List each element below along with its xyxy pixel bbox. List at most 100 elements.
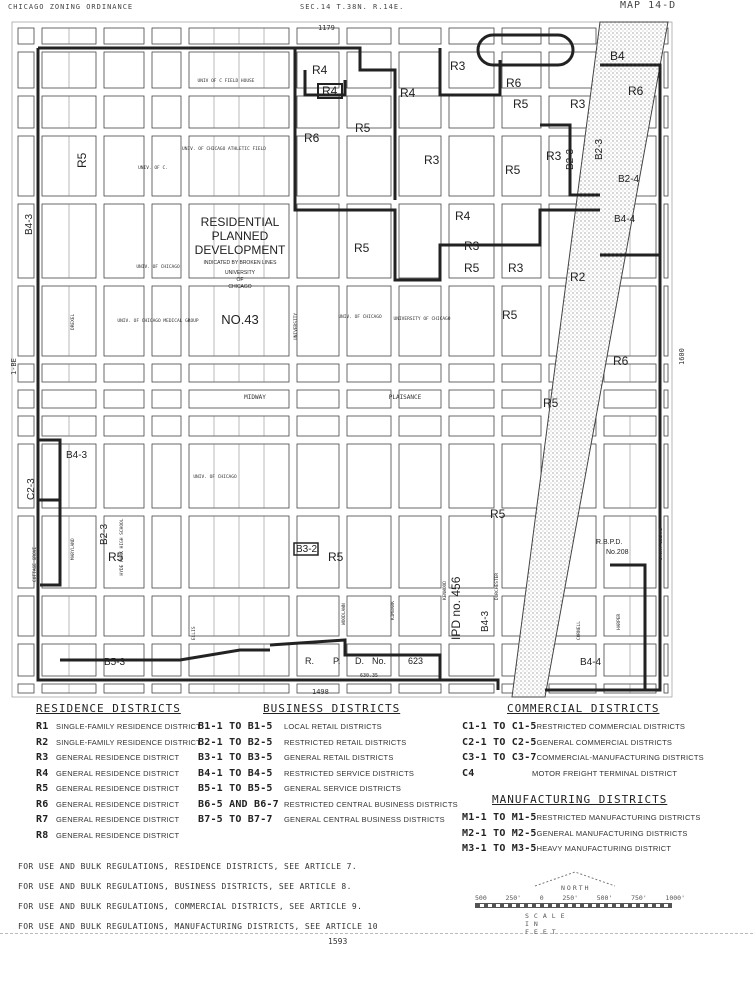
zone-label: B4 — [610, 49, 625, 63]
place-label: UNIV. OF C. — [138, 165, 168, 171]
legend-description: GENERAL RESIDENCE DISTRICT — [56, 768, 180, 778]
legend-code: R5 — [36, 783, 49, 794]
note-residence: FOR USE AND BULK REGULATIONS, RESIDENCE … — [18, 862, 358, 871]
city-block — [448, 95, 495, 129]
rpd-note: INDICATED BY BROKEN LINES — [204, 260, 278, 266]
city-block — [17, 51, 35, 89]
city-block — [188, 389, 290, 409]
city-block — [398, 27, 442, 45]
city-block — [296, 683, 340, 694]
legend-commercial: COMMERCIAL DISTRICTS C1-1 TO C1-5RESTRIC… — [462, 702, 704, 783]
legend-code: R1 — [36, 721, 49, 732]
city-block — [17, 415, 35, 437]
rbpd-label: R.B.P.D. — [596, 539, 622, 546]
city-block — [663, 443, 669, 509]
city-block — [103, 415, 145, 437]
zone-label: R3 — [546, 149, 562, 163]
city-block — [103, 27, 145, 45]
street-label: HARPER — [616, 613, 622, 630]
zone-label: R6 — [628, 84, 644, 98]
legend-code: M2-1 TO M2-5 — [462, 827, 537, 839]
zone-label: R5 — [490, 507, 506, 521]
city-block — [398, 515, 442, 589]
legend-code: B1-1 TO B1-5 — [198, 721, 273, 732]
city-block — [17, 135, 35, 197]
legend-item: C1-1 TO C1-5RESTRICTED COMMERCIAL DISTRI… — [462, 721, 704, 737]
legend-description: GENERAL RESIDENCE DISTRICT — [56, 815, 180, 824]
street-label: DORCHESTER — [494, 573, 500, 600]
city-block — [296, 515, 340, 589]
legend-description: GENERAL CENTRAL BUSINESS DISTRICTS — [284, 815, 445, 824]
scale-tick: 250' — [562, 894, 579, 902]
zone-label: R4 — [322, 84, 338, 98]
ipd-456: IPD no. 456 — [449, 576, 463, 640]
city-block — [151, 443, 182, 509]
city-block — [448, 415, 495, 437]
city-block — [346, 363, 392, 383]
city-block — [17, 595, 35, 637]
legend-code: M1-1 TO M1-5 — [462, 812, 537, 823]
legend-description: RESTRICTED SERVICE DISTRICTS — [284, 768, 415, 778]
legend-residence-title: RESIDENCE DISTRICTS — [36, 702, 181, 715]
legend-code: R6 — [36, 798, 49, 810]
city-block — [398, 389, 442, 409]
city-block — [346, 285, 392, 357]
zone-label: R6 — [613, 354, 629, 368]
city-block — [663, 95, 669, 129]
zone-label: R5 — [108, 550, 124, 564]
section-number-right: 1600 — [678, 348, 686, 365]
city-block — [151, 363, 182, 383]
city-block — [501, 363, 542, 383]
zone-label: B2-4 — [618, 174, 640, 185]
city-block — [448, 51, 495, 89]
city-block — [448, 595, 495, 637]
city-block — [346, 683, 392, 694]
scale-tick: 1000' — [665, 894, 685, 902]
city-block — [398, 285, 442, 357]
city-block — [346, 643, 392, 677]
place-label: UNIV OF C FIELD HOUSE — [198, 78, 255, 84]
city-block — [346, 27, 392, 45]
legend-code: R2 — [36, 736, 49, 748]
street-label: ELLIS — [191, 626, 197, 640]
rpd623-number: 623 — [408, 656, 423, 666]
zone-label: B4-4 — [580, 657, 602, 668]
legend-item: C3-1 TO C3-7COMMERCIAL-MANUFACTURING DIS… — [462, 752, 704, 768]
zone-label: R3 — [424, 153, 440, 167]
legend-description: GENERAL RESIDENCE DISTRICT — [56, 830, 180, 840]
city-block — [17, 389, 35, 409]
legend-description: RESTRICTED CENTRAL BUSINESS DISTRICTS — [284, 799, 458, 809]
scale-tick: 500' — [596, 894, 613, 902]
legend-code: R3 — [36, 752, 49, 763]
city-block — [103, 135, 145, 197]
zone-label: R5 — [354, 241, 370, 255]
place-label: UNIV. OF CHICAGO — [338, 314, 382, 320]
city-block — [151, 389, 182, 409]
scale-tick: 750' — [631, 894, 647, 902]
zone-label: R4 — [312, 63, 328, 77]
zone-label: R5 — [75, 152, 89, 168]
legend-description: RESTRICTED RETAIL DISTRICTS — [284, 737, 407, 747]
section-number-top: 1179 — [318, 24, 335, 32]
city-block — [346, 415, 392, 437]
legend-description: RESTRICTED MANUFACTURING DISTRICTS — [536, 813, 701, 822]
district-boundaries — [36, 33, 662, 692]
city-block — [346, 203, 392, 279]
rpd-line1: RESIDENTIAL — [201, 215, 280, 229]
city-block — [151, 415, 182, 437]
city-block — [501, 285, 542, 357]
legend-item: M1-1 TO M1-5RESTRICTED MANUFACTURING DIS… — [462, 812, 701, 828]
legend-description: GENERAL SERVICE DISTRICTS — [284, 784, 402, 793]
city-block — [663, 135, 669, 197]
city-block — [398, 415, 442, 437]
city-block — [501, 389, 542, 409]
zone-label: R5 — [328, 550, 344, 564]
zone-label: R3 — [464, 239, 480, 253]
divider — [0, 933, 753, 934]
city-block — [17, 443, 35, 509]
zone-label: B5-3 — [104, 657, 126, 668]
